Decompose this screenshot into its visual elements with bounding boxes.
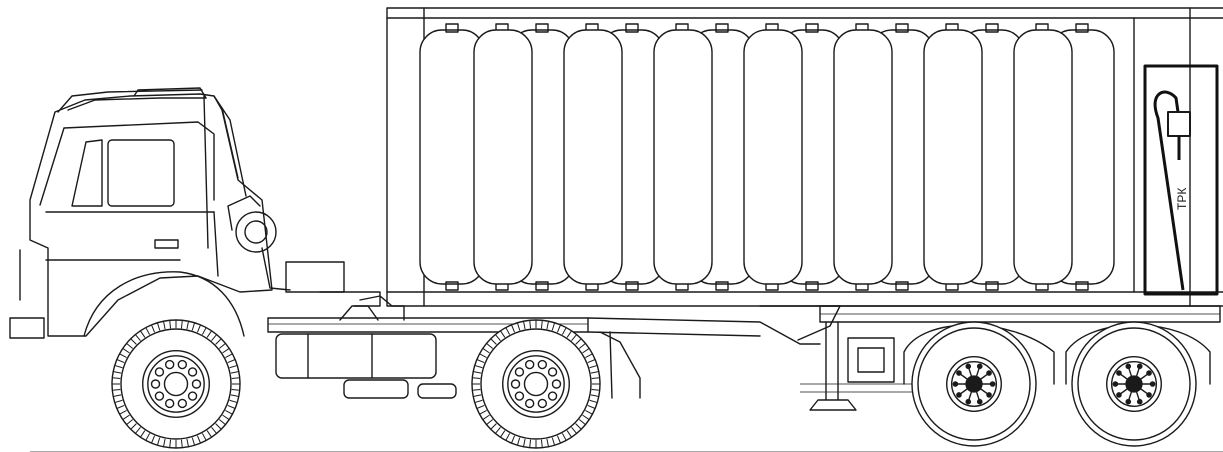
trailer-wheel-2 [1071, 321, 1197, 447]
gas-cylinder-front [563, 23, 623, 291]
dispenser-nozzle [1167, 111, 1191, 137]
trailer-wheel-1 [911, 321, 1037, 447]
wheels [111, 319, 1197, 449]
gas-cylinder-back [419, 23, 485, 291]
chassis-frame [267, 295, 1221, 411]
front-wheel-arch [83, 271, 245, 337]
gas-cylinder-bank [419, 23, 1115, 291]
rear-truck-wheel [471, 319, 601, 449]
gas-cylinder-front [1013, 23, 1073, 291]
gas-cylinder-front [473, 23, 533, 291]
truck-cab [9, 87, 381, 339]
gas-cylinder-front [743, 23, 803, 291]
gas-cylinder-front [653, 23, 713, 291]
dispenser-label: ТРК [1175, 188, 1189, 210]
fuel-dispenser: ТРК [1143, 64, 1219, 296]
gas-cylinder-front [833, 23, 893, 291]
gas-cylinder-front [923, 23, 983, 291]
front-wheel [111, 319, 241, 449]
